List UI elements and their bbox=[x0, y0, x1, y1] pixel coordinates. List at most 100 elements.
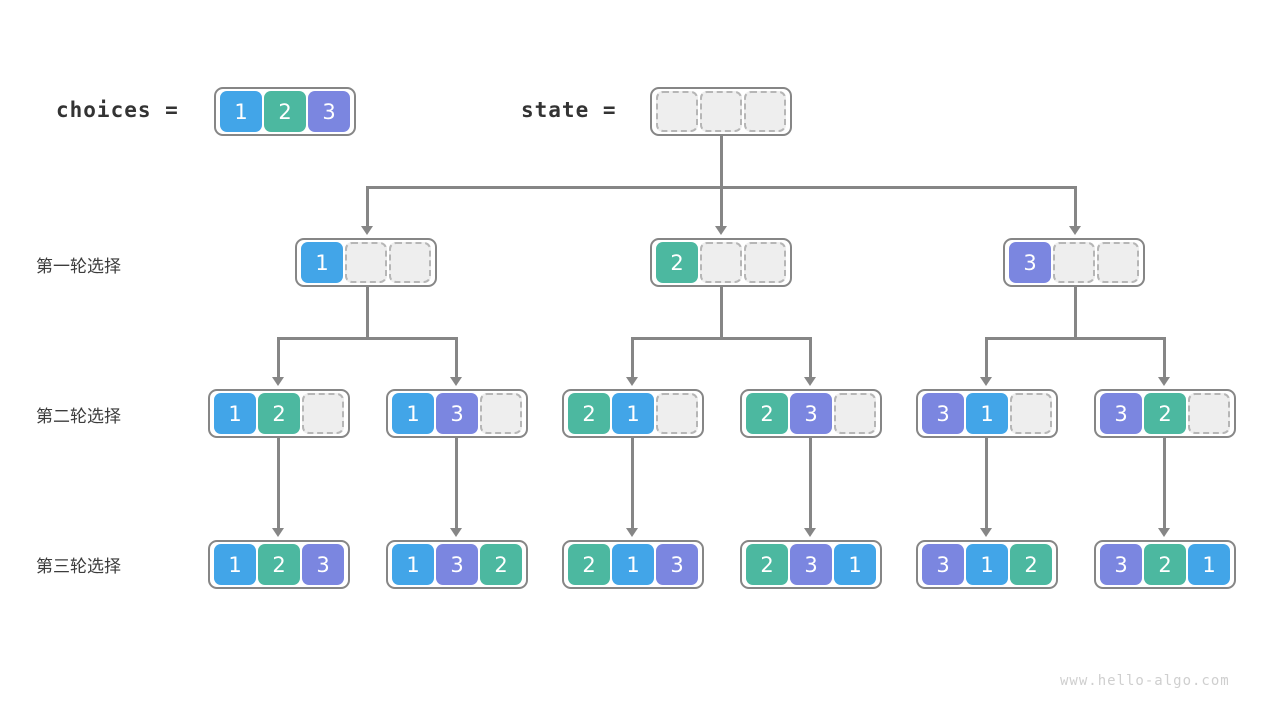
connector-l1a-right bbox=[455, 337, 458, 379]
arrow-l2-0-to-l3 bbox=[272, 528, 284, 537]
choices-cell-1: 2 bbox=[264, 91, 306, 132]
connector-root-stem bbox=[720, 136, 723, 188]
level1-node-1: 1 bbox=[295, 238, 437, 287]
level3-2-cell-2: 3 bbox=[656, 544, 698, 585]
connector-l1c-stem bbox=[1074, 287, 1077, 339]
arrow-l2-1-to-l3 bbox=[450, 528, 462, 537]
choices-cell-2: 3 bbox=[308, 91, 350, 132]
level2-2-cell-1: 1 bbox=[612, 393, 654, 434]
level3-3-cell-1: 3 bbox=[790, 544, 832, 585]
connector-l1b-bus bbox=[631, 337, 812, 340]
level2-0-cell-0: 1 bbox=[214, 393, 256, 434]
level1-2-cell-1 bbox=[1053, 242, 1095, 283]
arrow-l1c-right bbox=[1158, 377, 1170, 386]
level3-3-cell-2: 1 bbox=[834, 544, 876, 585]
arrow-l2-3-to-l3 bbox=[804, 528, 816, 537]
connector-l1c-bus bbox=[985, 337, 1166, 340]
level3-0-cell-0: 1 bbox=[214, 544, 256, 585]
connector-l2-5-to-l3 bbox=[1163, 438, 1166, 530]
level2-4-cell-1: 1 bbox=[966, 393, 1008, 434]
state-array-node bbox=[650, 87, 792, 136]
connector-l2-3-to-l3 bbox=[809, 438, 812, 530]
connector-l1b-left bbox=[631, 337, 634, 379]
level2-3-cell-2 bbox=[834, 393, 876, 434]
level1-2-cell-0: 3 bbox=[1009, 242, 1051, 283]
connector-l2-4-to-l3 bbox=[985, 438, 988, 530]
level3-4-cell-0: 3 bbox=[922, 544, 964, 585]
connector-l1a-bus bbox=[277, 337, 458, 340]
connector-l1a-left bbox=[277, 337, 280, 379]
state-cell-0 bbox=[656, 91, 698, 132]
level1-0-cell-2 bbox=[389, 242, 431, 283]
arrow-l1b-left bbox=[626, 377, 638, 386]
arrow-root-to-n1 bbox=[361, 226, 373, 235]
connector-l1b-right bbox=[809, 337, 812, 379]
level2-5-cell-0: 3 bbox=[1100, 393, 1142, 434]
level2-2-cell-0: 2 bbox=[568, 393, 610, 434]
choices-cell-0: 1 bbox=[220, 91, 262, 132]
level3-4-cell-2: 2 bbox=[1010, 544, 1052, 585]
arrow-l1a-right bbox=[450, 377, 462, 386]
stage-label-round-3: 第三轮选择 bbox=[36, 557, 121, 577]
level2-4-cell-0: 3 bbox=[922, 393, 964, 434]
level2-1-cell-0: 1 bbox=[392, 393, 434, 434]
connector-l2-2-to-l3 bbox=[631, 438, 634, 530]
level2-1-cell-2 bbox=[480, 393, 522, 434]
level2-5-cell-2 bbox=[1188, 393, 1230, 434]
level3-2-cell-1: 1 bbox=[612, 544, 654, 585]
level2-5-cell-1: 2 bbox=[1144, 393, 1186, 434]
connector-root-to-n1 bbox=[366, 186, 369, 228]
level1-2-cell-2 bbox=[1097, 242, 1139, 283]
level1-node-3: 3 bbox=[1003, 238, 1145, 287]
arrow-l1b-right bbox=[804, 377, 816, 386]
level1-node-2: 2 bbox=[650, 238, 792, 287]
stage-label-round-1: 第一轮选择 bbox=[36, 257, 121, 277]
connector-root-to-n2 bbox=[720, 186, 723, 228]
level2-0-cell-2 bbox=[302, 393, 344, 434]
arrow-l2-5-to-l3 bbox=[1158, 528, 1170, 537]
level2-3-cell-0: 2 bbox=[746, 393, 788, 434]
level1-1-cell-2 bbox=[744, 242, 786, 283]
level3-3-cell-0: 2 bbox=[746, 544, 788, 585]
choices-label: choices = bbox=[56, 98, 179, 122]
level3-2-cell-0: 2 bbox=[568, 544, 610, 585]
level3-5-cell-2: 1 bbox=[1188, 544, 1230, 585]
watermark: www.hello-algo.com bbox=[1060, 673, 1230, 689]
arrow-l2-4-to-l3 bbox=[980, 528, 992, 537]
arrow-l1c-left bbox=[980, 377, 992, 386]
level2-1-cell-1: 3 bbox=[436, 393, 478, 434]
arrow-root-to-n2 bbox=[715, 226, 727, 235]
state-label: state = bbox=[521, 98, 617, 122]
arrow-l1a-left bbox=[272, 377, 284, 386]
connector-l2-0-to-l3 bbox=[277, 438, 280, 530]
level2-0-cell-1: 2 bbox=[258, 393, 300, 434]
connector-l1b-stem bbox=[720, 287, 723, 339]
level3-5-cell-1: 2 bbox=[1144, 544, 1186, 585]
level1-1-cell-0: 2 bbox=[656, 242, 698, 283]
level1-0-cell-1 bbox=[345, 242, 387, 283]
connector-l1c-right bbox=[1163, 337, 1166, 379]
level3-1-cell-0: 1 bbox=[392, 544, 434, 585]
level3-0-cell-1: 2 bbox=[258, 544, 300, 585]
level3-0-cell-2: 3 bbox=[302, 544, 344, 585]
level2-2-cell-2 bbox=[656, 393, 698, 434]
connector-root-to-n3 bbox=[1074, 186, 1077, 228]
connector-l1c-left bbox=[985, 337, 988, 379]
level1-1-cell-1 bbox=[700, 242, 742, 283]
level3-5-cell-0: 3 bbox=[1100, 544, 1142, 585]
level2-4-cell-2 bbox=[1010, 393, 1052, 434]
connector-l1a-stem bbox=[366, 287, 369, 339]
